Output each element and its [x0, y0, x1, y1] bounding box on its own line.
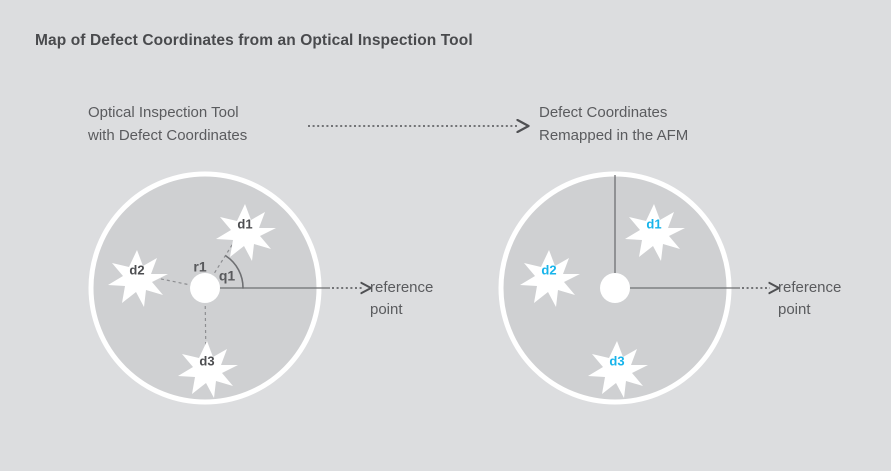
panel-caption-line-2: with Defect Coordinates — [88, 127, 248, 144]
reference-point-label-line-1: reference — [778, 279, 842, 296]
reference-point-label-line-2: point — [370, 301, 403, 318]
center-reference-point-right — [600, 273, 630, 303]
angle-label-q1: q1 — [219, 268, 236, 284]
star-shape — [588, 341, 648, 398]
defect-label-d1-right: d1 — [646, 216, 661, 231]
defect-marker-d2-right: d2 — [520, 250, 580, 307]
star-shape — [625, 204, 685, 261]
angle-arc-q1 — [225, 255, 244, 289]
defect-marker-d1-right: d1 — [625, 204, 685, 261]
defect-marker-d2-left: d2 — [108, 250, 168, 307]
reference-point-label-right: reference point — [778, 277, 841, 321]
reference-point-label-line-2: point — [778, 301, 811, 318]
panel-caption-afm-remapped: Defect Coordinates Remapped in the AFM — [539, 101, 688, 147]
star-shape — [108, 250, 168, 307]
wafer-optical-inspection-tool: d1 d2 d3 r1 q1 — [88, 171, 362, 405]
defect-marker-d3-left: d3 — [178, 341, 238, 398]
panel-caption-line-2: Remapped in the AFM — [539, 127, 689, 144]
defect-label-d2-left: d2 — [129, 262, 144, 277]
defect-marker-d1-left: d1 — [216, 204, 276, 261]
reference-point-label-left: reference point — [370, 277, 433, 321]
defect-label-d2-right: d2 — [541, 262, 556, 277]
panel-caption-line-1: Defect Coordinates — [539, 104, 668, 121]
reference-point-label-line-1: reference — [370, 279, 434, 296]
panel-caption-line-1: Optical Inspection Tool — [88, 104, 239, 121]
panel-caption-optical-inspection-tool: Optical Inspection Tool with Defect Coor… — [88, 101, 247, 147]
defect-label-d3-right: d3 — [609, 353, 624, 368]
radius-label-r1: r1 — [193, 259, 206, 275]
defect-label-d3-left: d3 — [199, 353, 214, 368]
defect-marker-d3-right: d3 — [588, 341, 648, 398]
star-shape — [520, 250, 580, 307]
wafer-afm-remapped: d1 d2 d3 — [498, 171, 770, 405]
page-title: Map of Defect Coordinates from an Optica… — [35, 32, 473, 49]
star-shape — [216, 204, 276, 261]
defect-label-d1-left: d1 — [237, 216, 252, 231]
center-reference-point-left — [190, 273, 220, 303]
star-shape — [178, 341, 238, 398]
